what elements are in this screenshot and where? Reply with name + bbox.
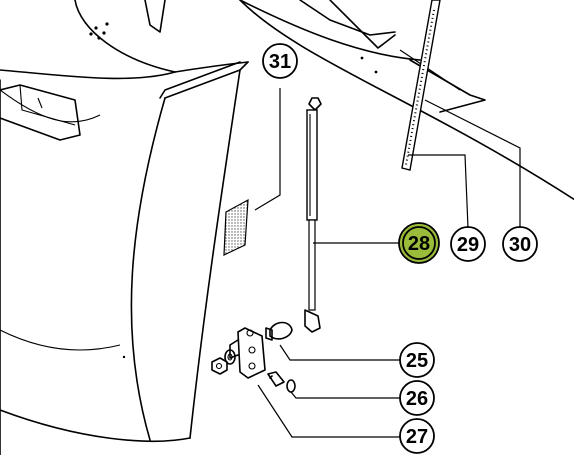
callout-29-label: 29 xyxy=(457,234,479,256)
bolt xyxy=(267,371,296,393)
hex-nut-left xyxy=(211,357,228,375)
highlight-circle xyxy=(398,222,440,264)
callout-25-label: 25 xyxy=(406,350,428,372)
callout-26-label: 26 xyxy=(406,388,428,410)
callout-26[interactable]: 26 xyxy=(399,380,435,416)
leader-lines xyxy=(254,88,521,438)
label-plate xyxy=(223,198,249,256)
hinge-plate xyxy=(229,327,266,379)
ball-stud xyxy=(265,321,293,341)
callout-28[interactable]: 28 xyxy=(398,222,440,264)
callout-28-label: 28 xyxy=(408,233,430,255)
upper-bracket xyxy=(144,0,574,201)
callout-27-label: 27 xyxy=(406,426,428,448)
callout-31-label: 31 xyxy=(269,51,291,73)
callout-25[interactable]: 25 xyxy=(399,342,435,378)
gas-strut xyxy=(304,97,322,333)
callout-29[interactable]: 29 xyxy=(450,226,486,262)
callout-27[interactable]: 27 xyxy=(399,418,435,454)
callout-31[interactable]: 31 xyxy=(262,43,298,79)
washer-left xyxy=(224,349,236,365)
prop-rod xyxy=(401,0,441,171)
hood-housing xyxy=(0,0,249,455)
callout-30-label: 30 xyxy=(509,234,531,256)
callout-30[interactable]: 30 xyxy=(502,226,538,262)
